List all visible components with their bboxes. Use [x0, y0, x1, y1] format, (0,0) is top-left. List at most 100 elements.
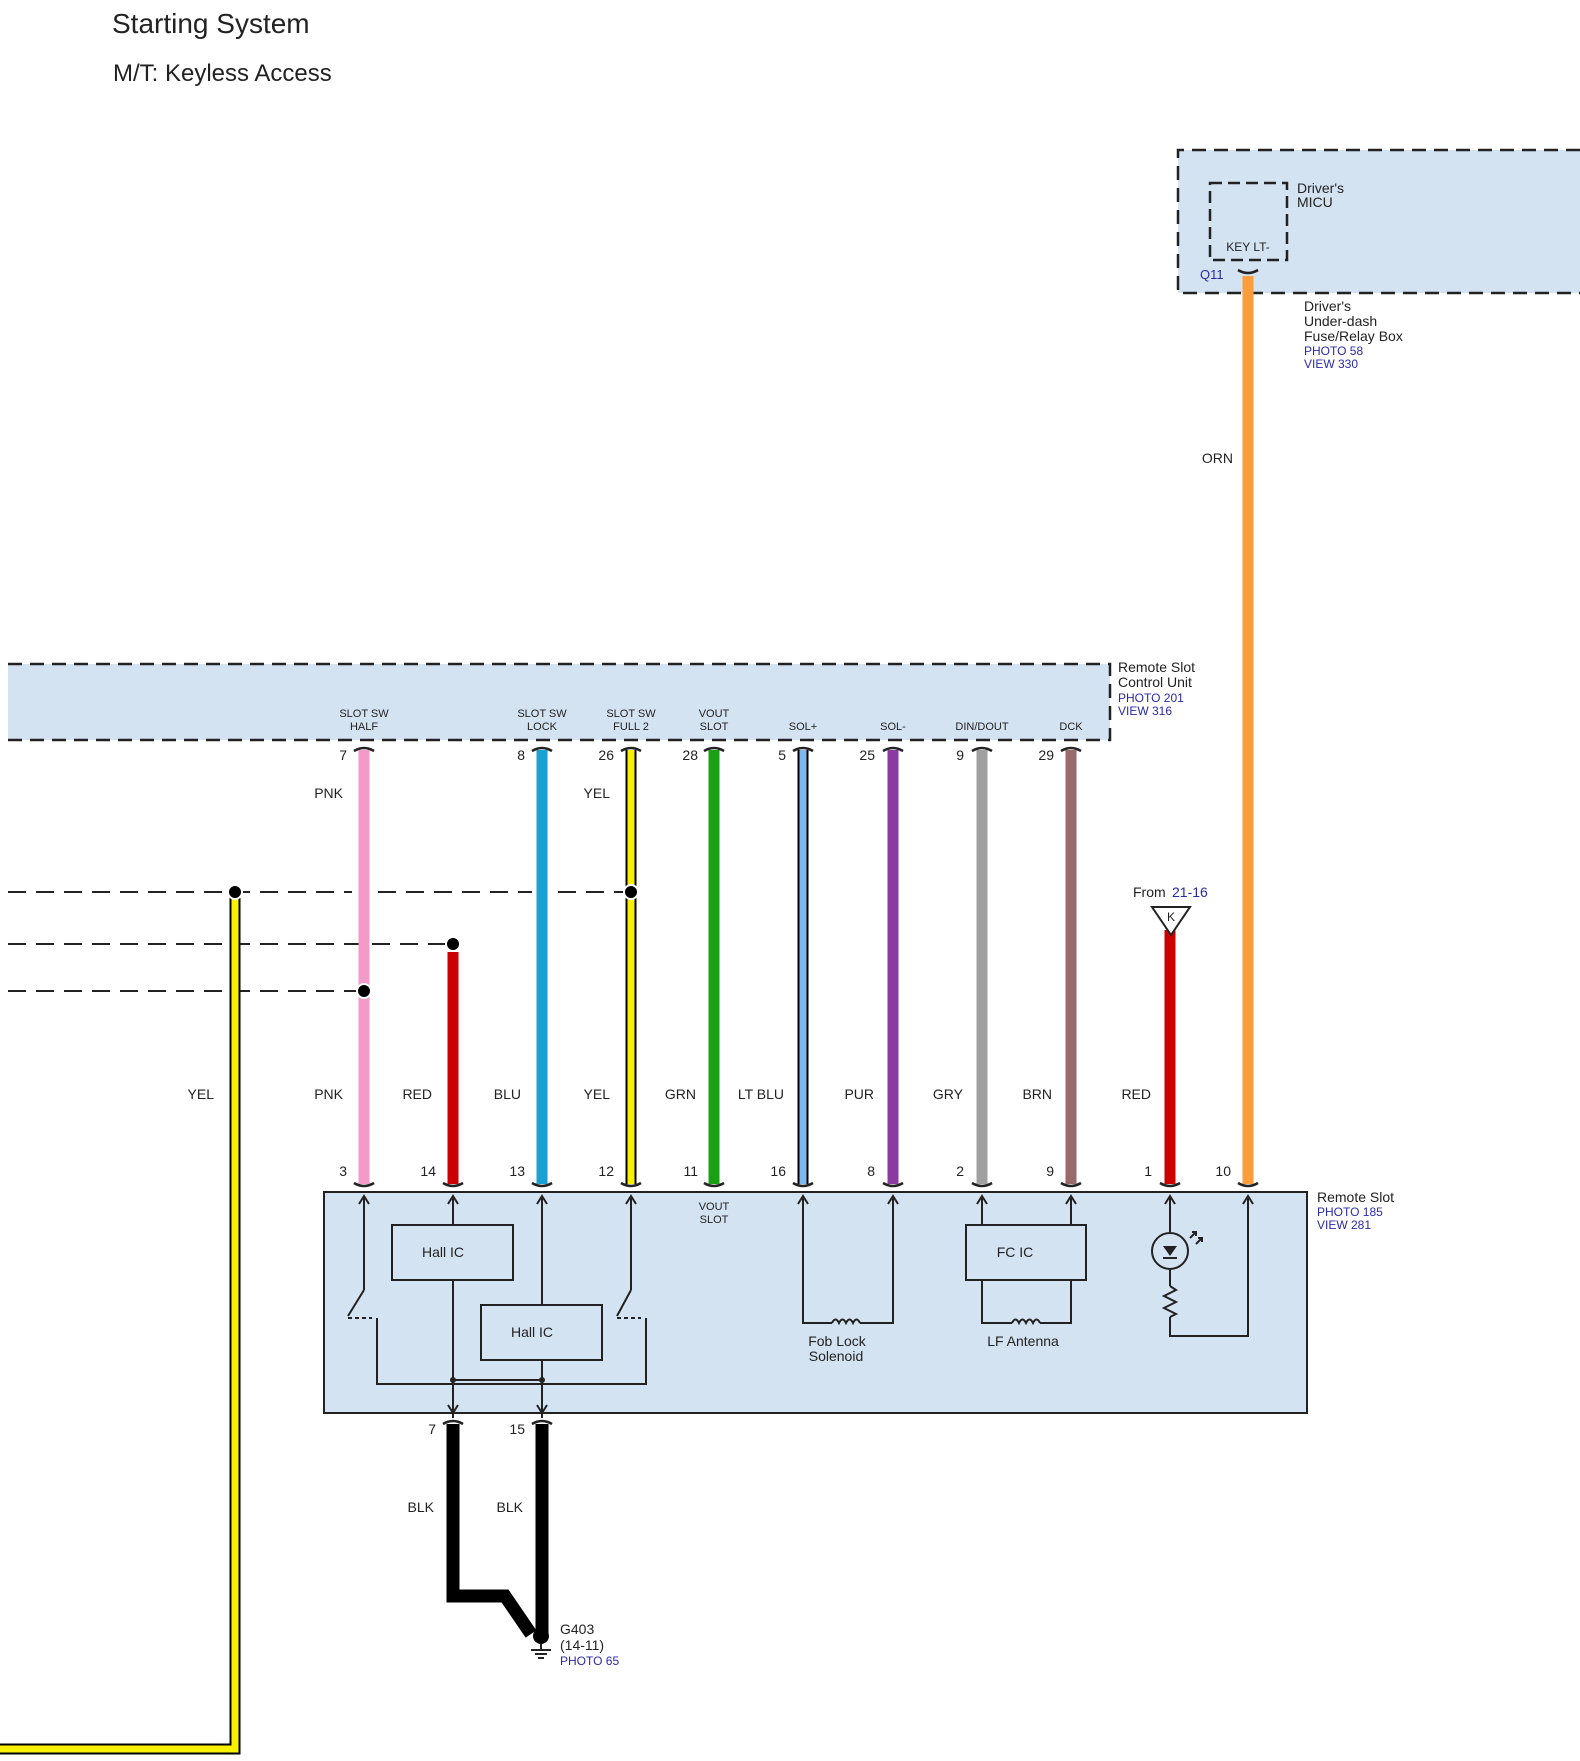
remote-slot-photo-link[interactable]: PHOTO 185 — [1317, 1205, 1383, 1219]
wire-color-label-pnk: PNK — [314, 1086, 343, 1102]
wire-color-label-red-1: RED — [1121, 1086, 1151, 1102]
page-title: Starting System — [112, 8, 310, 39]
fob-lock-label-1: Fob Lock — [808, 1333, 867, 1349]
conn-tab-bottom-8 — [882, 1181, 904, 1188]
fob-lock-label-2: Solenoid — [809, 1348, 864, 1364]
pin-number-bottom-11: 11 — [683, 1163, 698, 1179]
conn-tab-bottom-10 — [1237, 1181, 1259, 1188]
fuse-box-label-1: Driver's — [1304, 298, 1351, 314]
wire-color-label-grn: GRN — [665, 1086, 696, 1102]
rscu-label-1: Remote Slot — [1118, 659, 1195, 675]
pin-label-slot-sw-half-1: SLOT SW — [339, 708, 389, 720]
remote-slot-box — [323, 1191, 1308, 1414]
wire-color-label-yel: YEL — [584, 1086, 611, 1102]
splice-red-14 — [445, 936, 461, 952]
wire-color-label-orn: ORN — [1202, 450, 1233, 466]
antenna-coil-icon — [1011, 1318, 1041, 1326]
conn-tab-top-29 — [1060, 746, 1082, 753]
pin-number-bottom-9: 9 — [1046, 1163, 1054, 1179]
fc-ic-box — [965, 1224, 1087, 1281]
rscu-photo-link[interactable]: PHOTO 201 — [1118, 691, 1184, 705]
pin-number-top-5: 5 — [778, 747, 786, 763]
pin-label-slot-sw-full2-1: SLOT SW — [606, 708, 656, 720]
remote-slot-vout-label-2: SLOT — [700, 1214, 729, 1226]
wire-color-label-pur: PUR — [844, 1086, 874, 1102]
pin-label-vout-slot-2: SLOT — [700, 721, 729, 733]
micu-label-1: Driver's — [1297, 180, 1344, 196]
fuse-box-label-3: Fuse/Relay Box — [1304, 328, 1403, 344]
pin-number-bottom-8: 8 — [867, 1163, 875, 1179]
pin-label-vout-slot-1: VOUT — [699, 708, 730, 720]
wire-yel-left — [0, 892, 239, 1753]
pin-label-dck: DCK — [1059, 721, 1083, 733]
fuse-box-border — [1176, 148, 1580, 295]
pin-number-top-9: 9 — [956, 747, 964, 763]
solenoid-coil-icon — [831, 1318, 861, 1326]
ground-ref[interactable]: (14-11) — [560, 1637, 604, 1653]
from-ref-letter: K — [1167, 910, 1175, 924]
pin-number-bottom-10: 10 — [1215, 1163, 1231, 1179]
from-ref-triangle — [1150, 906, 1192, 937]
micu-box — [1208, 181, 1289, 262]
pin-number-top-8: 8 — [517, 747, 525, 763]
arrow-down-7 — [447, 1404, 459, 1415]
pin-number-top-25: 25 — [859, 747, 875, 763]
solenoid-right — [860, 1198, 894, 1324]
pin-label-slot-sw-lock-1: SLOT SW — [517, 708, 567, 720]
switch-full2-blade — [616, 1289, 632, 1317]
conn-tab-bottom-1 — [1159, 1181, 1181, 1188]
wire-color-label-blk-15: BLK — [497, 1499, 524, 1515]
wire-color-label-ltblu: LT BLU — [738, 1086, 784, 1102]
rscu-view-link[interactable]: VIEW 316 — [1118, 704, 1172, 718]
from-ref-page-link[interactable]: 21-16 — [1172, 884, 1208, 900]
pin-number-top-29: 29 — [1038, 747, 1054, 763]
pin-number-bottom-3: 3 — [339, 1163, 347, 1179]
conn-tab-bottom-13 — [531, 1181, 553, 1188]
conn-tab-bottom-11 — [703, 1181, 725, 1188]
pin-number-bottom-2: 2 — [956, 1163, 964, 1179]
fc-ic-label: FC IC — [997, 1244, 1034, 1260]
fuse-box-photo-link[interactable]: PHOTO 58 — [1304, 344, 1363, 358]
conn-tab-top-9 — [971, 746, 993, 753]
pin-label-sol-minus: SOL- — [880, 721, 906, 733]
pin-number-bottom-12: 12 — [598, 1163, 614, 1179]
conn-tab-top-8 — [531, 746, 553, 753]
antenna-left — [981, 1280, 1012, 1324]
pin-label-din-dout: DIN/DOUT — [955, 721, 1008, 733]
pin-number-bottom-13: 13 — [509, 1163, 525, 1179]
ground-photo-link[interactable]: PHOTO 65 — [560, 1654, 619, 1668]
ground-icon — [531, 1628, 551, 1659]
switch-half-blade — [347, 1289, 365, 1317]
wire-color-label-blk-7: BLK — [408, 1499, 435, 1515]
led-light-rays-icon — [1189, 1231, 1203, 1245]
led-return — [1169, 1198, 1249, 1337]
fuse-box-label-2: Under-dash — [1304, 313, 1377, 329]
conn-tab-top-28 — [703, 746, 725, 753]
hall-ic-2-label: Hall IC — [511, 1324, 553, 1340]
rscu-box — [8, 664, 1110, 740]
pin-label-slot-sw-half-2: HALF — [350, 721, 378, 733]
pin-label-slot-sw-full2-2: FULL 2 — [613, 721, 649, 733]
pin-number-bottom-14: 14 — [420, 1163, 436, 1179]
pin-label-sol-plus: SOL+ — [789, 721, 817, 733]
fuse-box-view-link[interactable]: VIEW 330 — [1304, 357, 1358, 371]
antenna-right — [1040, 1280, 1072, 1324]
conn-tab-bottom-3 — [353, 1181, 375, 1188]
arrow-down-15 — [536, 1404, 548, 1415]
hall-ic-1-label: Hall IC — [422, 1244, 464, 1260]
ground-pin-7: 7 — [428, 1421, 436, 1437]
micu-connector[interactable]: Q11 — [1200, 267, 1224, 282]
pin-label-slot-sw-lock-2: LOCK — [527, 721, 558, 733]
pin-number-bottom-16: 16 — [770, 1163, 786, 1179]
lf-antenna-label: LF Antenna — [987, 1333, 1059, 1349]
remote-slot-vout-label-1: VOUT — [699, 1201, 730, 1213]
remote-slot-view-link[interactable]: VIEW 281 — [1317, 1218, 1371, 1232]
conn-tab-bottom-12 — [620, 1181, 642, 1188]
conn-tab-top-25 — [882, 746, 904, 753]
conn-tab-bottom-16 — [792, 1181, 814, 1188]
wire-color-label-pnk-top: PNK — [314, 785, 343, 801]
resistor-icon — [1161, 1285, 1179, 1318]
wire-color-label-blu: BLU — [494, 1086, 521, 1102]
solenoid-left — [802, 1198, 832, 1324]
